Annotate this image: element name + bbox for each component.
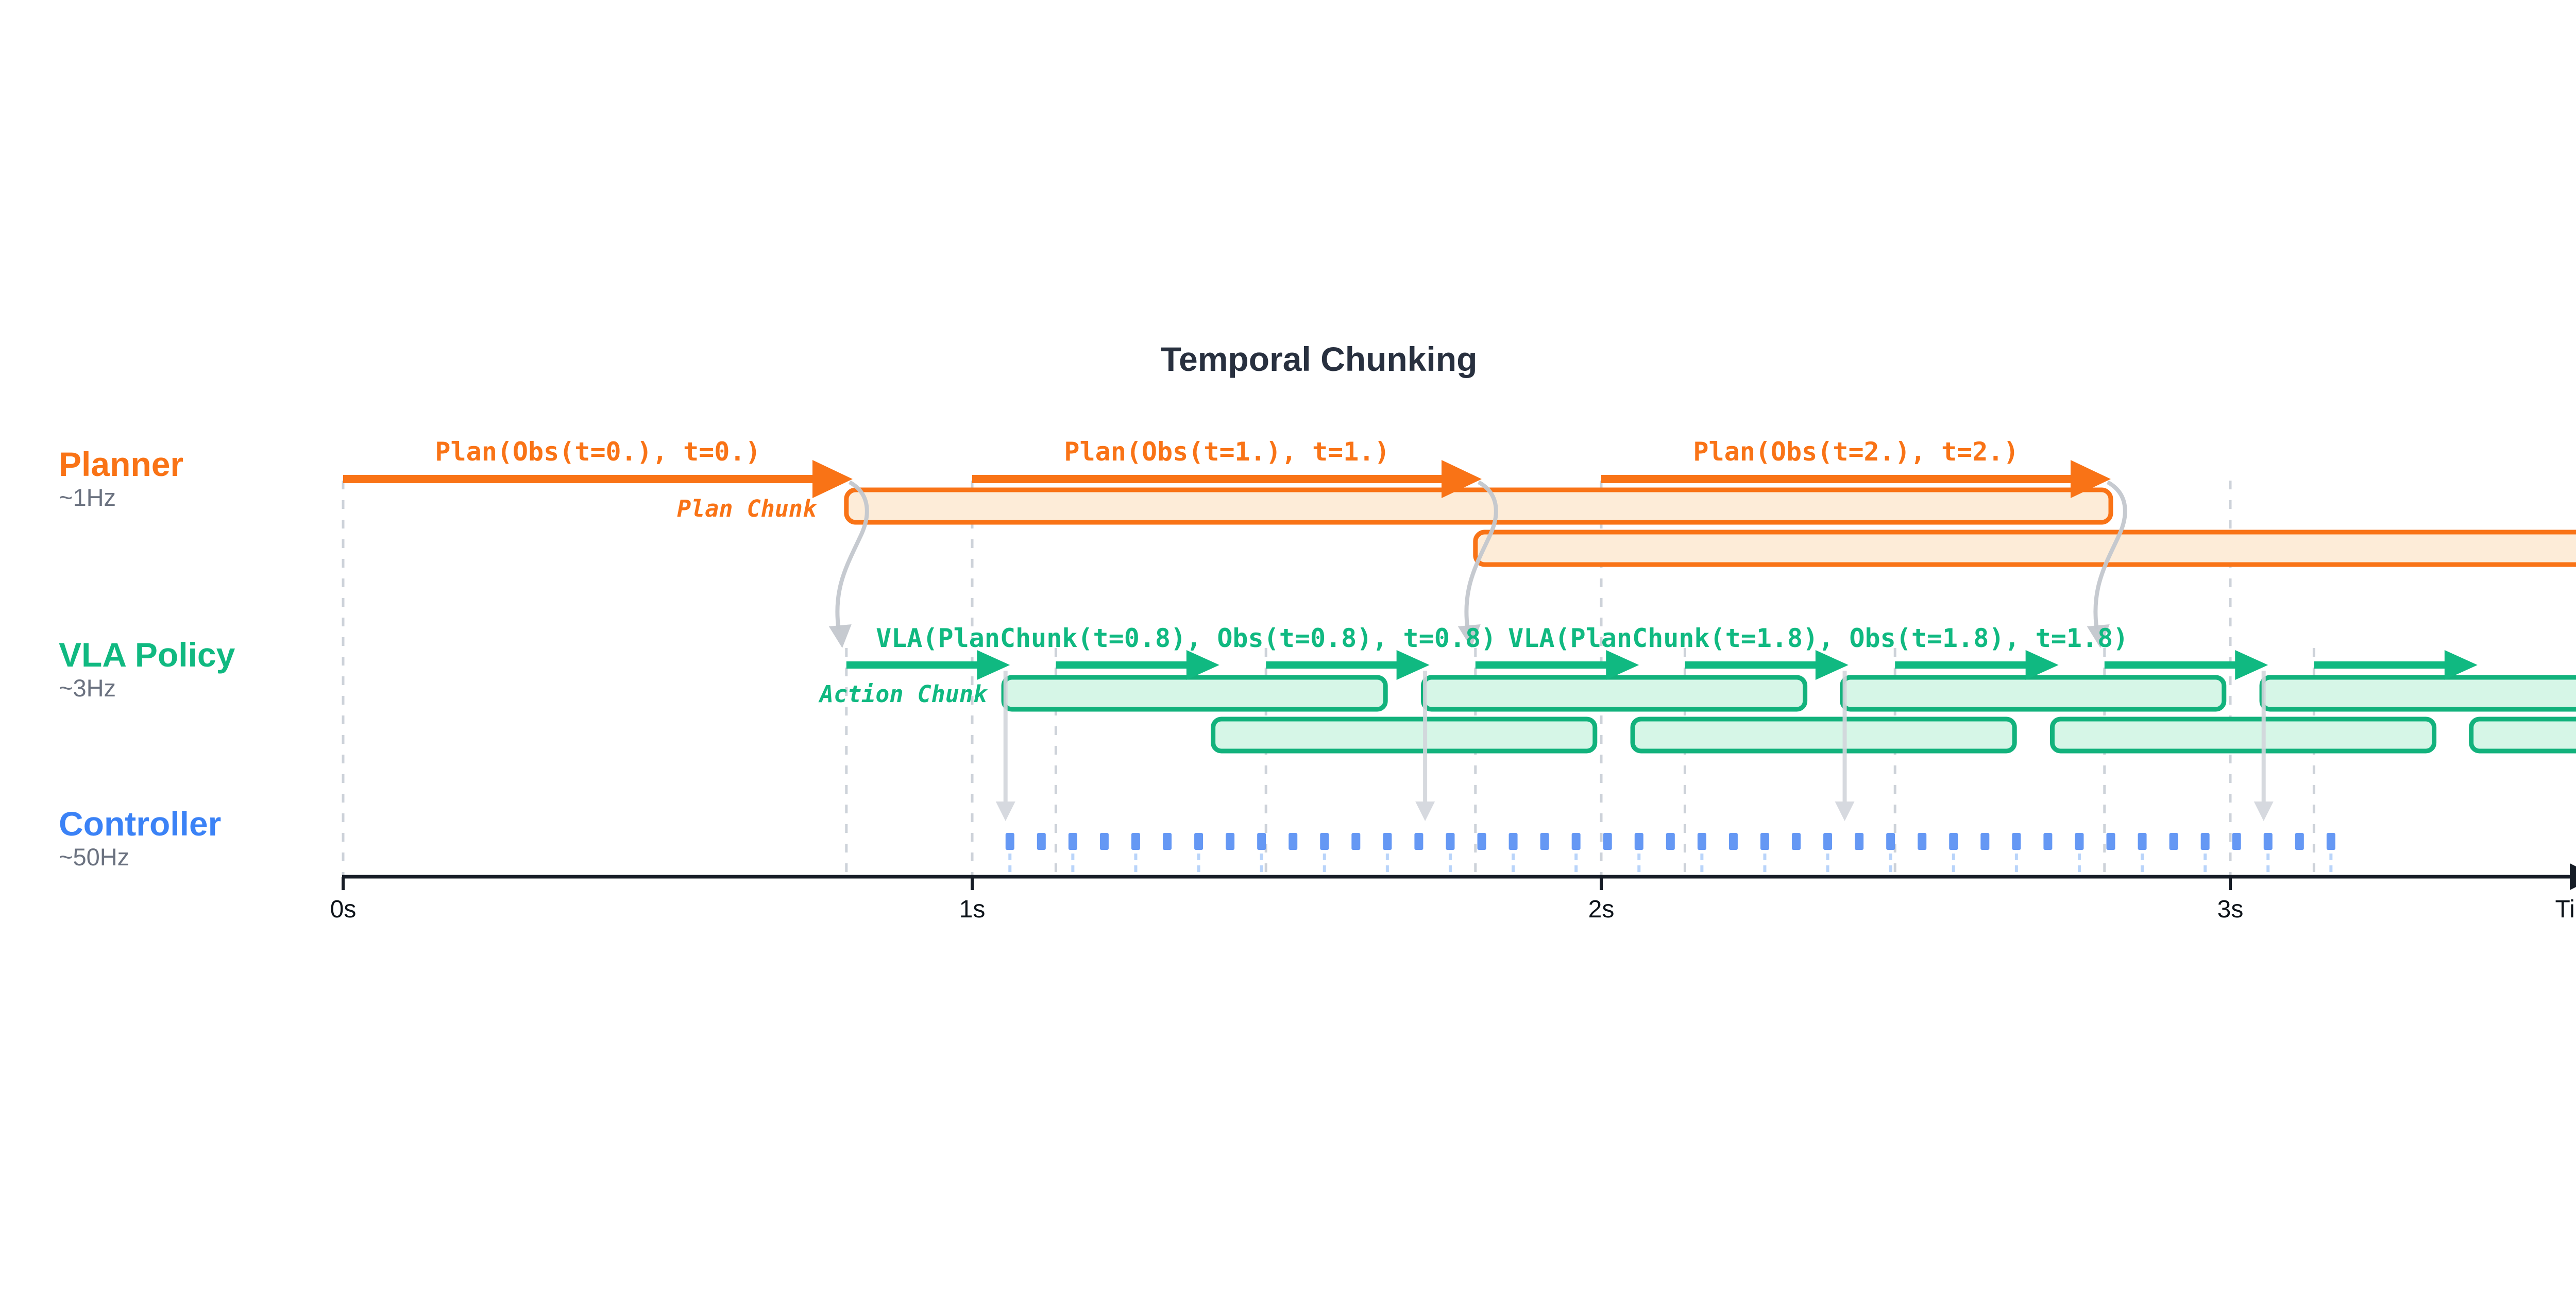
row-rate-controller: ~50Hz	[59, 843, 130, 871]
controller-tick	[1603, 833, 1612, 850]
vla-call-arrowhead-icon	[1815, 650, 1849, 680]
controller-tick	[2169, 833, 2178, 850]
plan-chunk-bar	[1473, 530, 2576, 567]
controller-tick	[1477, 833, 1486, 850]
vla-call-arrowhead-icon	[1186, 650, 1219, 680]
controller-tick	[2232, 833, 2241, 850]
plan-handoff-arrowhead-icon	[828, 624, 852, 648]
exec-handoff-arrowhead-icon	[1835, 802, 1855, 821]
plan-handoff-curve	[1464, 480, 1498, 630]
controller-tick	[1320, 833, 1329, 850]
controller-tick	[2075, 833, 2084, 850]
controller-tick	[1760, 833, 1769, 850]
controller-tick	[1005, 833, 1014, 850]
row-rate-vla-policy: ~3Hz	[59, 674, 116, 702]
vla-call-arrowhead-icon	[977, 650, 1010, 680]
action-chunk-bar	[1630, 717, 2017, 754]
row-label-planner: Planner	[59, 445, 184, 483]
planner-call-arrowhead-icon	[1442, 460, 1482, 498]
axis-tick-label: 1s	[959, 896, 986, 923]
controller-tick	[2263, 833, 2273, 850]
exec-handoff-arrowhead-icon	[1415, 802, 1435, 821]
controller-tick	[1949, 833, 1958, 850]
controller-tick	[1634, 833, 1643, 850]
controller-tick	[1414, 833, 1423, 850]
diagram-title: Temporal Chunking	[1160, 340, 1478, 378]
planner-call-label: Plan(Obs(t=2.), t=2.)	[1693, 437, 2019, 467]
time-axis-label: Time	[2555, 896, 2576, 923]
controller-tick	[2295, 833, 2304, 850]
plan-handoff-curve	[2093, 480, 2127, 630]
row-label-vla-policy: VLA Policy	[59, 636, 235, 674]
controller-tick	[1918, 833, 1927, 850]
controller-tick	[1540, 833, 1549, 850]
vla-call-arrowhead-icon	[2444, 650, 2478, 680]
controller-tick	[2326, 833, 2335, 850]
vla-call-arrowhead-icon	[2025, 650, 2059, 680]
plan-handoff-curve	[835, 480, 869, 630]
vla-call-arrowhead-icon	[2235, 650, 2268, 680]
controller-tick	[1351, 833, 1361, 850]
controller-tick	[1855, 833, 1864, 850]
controller-tick	[1886, 833, 1895, 850]
action-chunk-bar	[2259, 675, 2576, 712]
vla-call-label: VLA(PlanChunk(t=0.8), Obs(t=0.8), t=0.8)	[876, 623, 1497, 653]
controller-tick	[2043, 833, 2053, 850]
row-rate-planner: ~1Hz	[59, 484, 116, 511]
vla-call-arrowhead-icon	[1606, 650, 1639, 680]
controller-tick	[1792, 833, 1801, 850]
controller-tick	[1037, 833, 1046, 850]
controller-tick	[1163, 833, 1172, 850]
controller-tick	[1446, 833, 1455, 850]
axis-tick-label: 0s	[330, 896, 357, 923]
exec-handoff-arrowhead-icon	[2253, 802, 2274, 821]
planner-call-arrowhead-icon	[812, 460, 853, 498]
action-chunk-bar	[1211, 717, 1598, 754]
plan-chunk-bar	[844, 487, 2113, 525]
controller-tick	[2106, 833, 2115, 850]
controller-tick	[1980, 833, 1990, 850]
controller-tick	[1383, 833, 1392, 850]
axis-tick-label: 2s	[1588, 896, 1615, 923]
action-chunk-bar	[1420, 675, 1808, 712]
controller-tick	[1823, 833, 1833, 850]
action-chunk-bar	[1001, 675, 1388, 712]
controller-tick	[1099, 833, 1109, 850]
action-chunk-bar	[1840, 675, 2227, 712]
planner-call-arrowhead-icon	[2071, 460, 2111, 498]
controller-tick	[1289, 833, 1298, 850]
action-chunk-bar	[2049, 717, 2437, 754]
controller-tick	[1697, 833, 1706, 850]
action-chunk-annotation: Action Chunk	[819, 680, 987, 708]
controller-tick	[1728, 833, 1738, 850]
row-label-controller: Controller	[59, 805, 222, 843]
plan-handoff-arrowhead-icon	[2087, 624, 2110, 648]
axis-tick-label: 3s	[2217, 896, 2244, 923]
controller-tick	[1509, 833, 1518, 850]
action-chunk-bar	[2469, 717, 2576, 754]
time-axis-arrowhead-icon	[2570, 863, 2576, 890]
controller-tick	[1571, 833, 1581, 850]
controller-tick	[1131, 833, 1140, 850]
vla-call-arrowhead-icon	[1396, 650, 1430, 680]
controller-tick	[2138, 833, 2147, 850]
controller-tick	[1666, 833, 1675, 850]
planner-call-label: Plan(Obs(t=1.), t=1.)	[1064, 437, 1390, 467]
controller-tick	[1068, 833, 1077, 850]
controller-tick	[2200, 833, 2210, 850]
plan-handoff-arrowhead-icon	[1458, 624, 1481, 648]
vla-call-label: VLA(PlanChunk(t=1.8), Obs(t=1.8), t=1.8)	[1508, 623, 2129, 653]
controller-tick	[1194, 833, 1204, 850]
exec-handoff-arrowhead-icon	[995, 802, 1015, 821]
plan-chunk-annotation: Plan Chunk	[677, 495, 817, 522]
controller-tick	[2012, 833, 2021, 850]
controller-tick	[1226, 833, 1235, 850]
planner-call-label: Plan(Obs(t=0.), t=0.)	[435, 437, 761, 467]
controller-tick	[1257, 833, 1266, 850]
